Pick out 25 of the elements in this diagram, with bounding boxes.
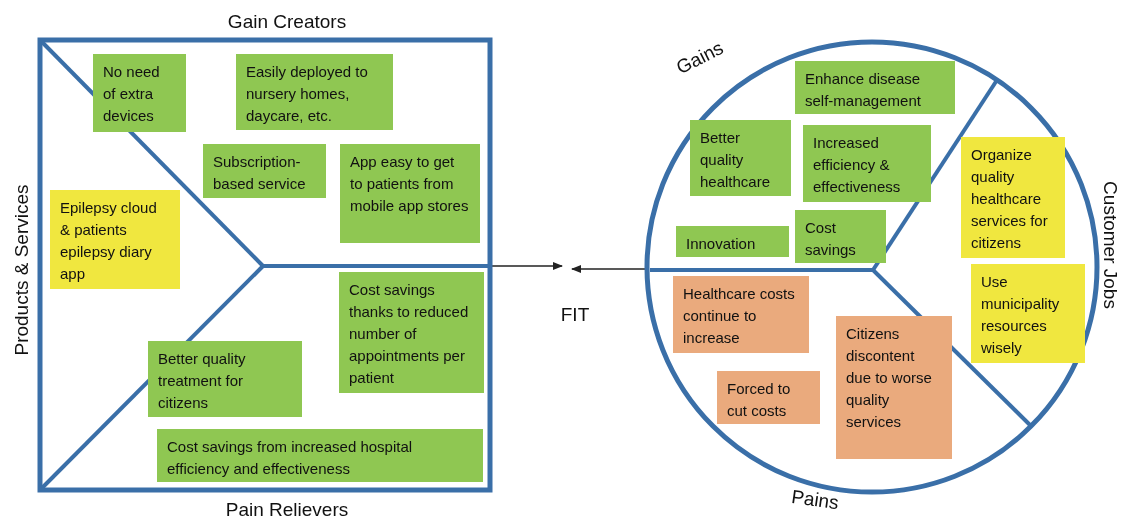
sticky-note: Cost savings from increased hospital efficiency and effectiveness [157, 429, 483, 482]
sticky-note: Citizens discontent due to worse quality services [836, 316, 952, 459]
sticky-note: Easily deployed to nursery homes, daycare, etc. [236, 54, 393, 130]
sticky-note: Healthcare costs continue to increase [673, 276, 809, 353]
sticky-note: Increased efficiency & effectiveness [803, 125, 931, 202]
section-heading: Pains [789, 485, 841, 515]
sticky-note: Innovation [676, 226, 789, 257]
sticky-note: Organize quality healthcare services for citizens [961, 137, 1065, 258]
sticky-note: Cost savings thanks to reduced number of appointments per patient [339, 272, 484, 393]
section-heading: Pain Relievers [225, 499, 349, 521]
section-heading: Gain Creators [227, 11, 347, 33]
sticky-note: No need of extra devices [93, 54, 186, 132]
sticky-note: Better quality treatment for citizens [148, 341, 302, 417]
section-heading: Customer Jobs [1099, 181, 1121, 309]
section-heading: Gains [672, 36, 728, 80]
sticky-note: Enhance disease self-management [795, 61, 955, 114]
sticky-note: Subscription-based service [203, 144, 326, 198]
section-heading: Products & Services [11, 184, 33, 356]
fit-label: FIT [560, 304, 590, 326]
sticky-note: Cost savings [795, 210, 886, 263]
sticky-note: Better quality healthcare [690, 120, 791, 196]
sticky-note: Epilepsy cloud & patients epilepsy diary app [50, 190, 180, 289]
sticky-note: Use municipality resources wisely [971, 264, 1085, 363]
sticky-note: App easy to get to patients from mobile app stores [340, 144, 480, 243]
sticky-note: Forced to cut costs [717, 371, 820, 424]
